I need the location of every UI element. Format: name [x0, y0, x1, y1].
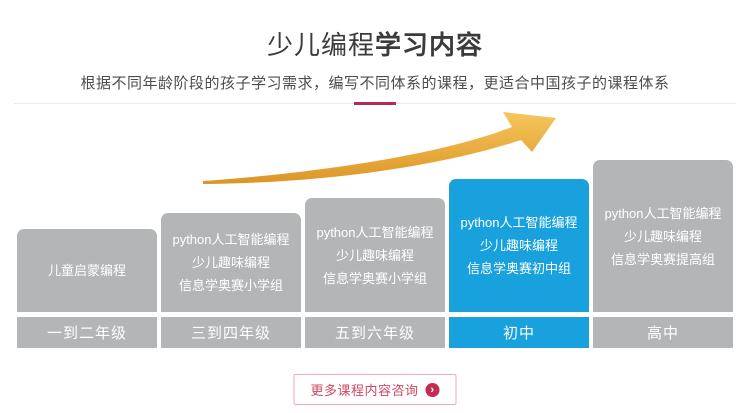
page-subtitle: 根据不同年龄阶段的孩子学习需求，编写不同体系的课程，更适合中国孩子的课程体系 [80, 75, 670, 92]
step-column-grade5-6: python人工智能编程 少儿趣味编程 信息学奥赛小学组 五到六年级 [305, 160, 445, 348]
divider-accent-bar [354, 102, 396, 105]
course-item: 少儿趣味编程 [335, 247, 414, 263]
course-item: python人工智能编程 [316, 224, 434, 240]
step-column-junior-high: python人工智能编程 少儿趣味编程 信息学奥赛初中组 初中 [449, 160, 589, 348]
course-item: 少儿趣味编程 [479, 238, 558, 253]
course-list: 儿童启蒙编程 [17, 229, 157, 312]
cta-button[interactable]: 更多课程内容咨询 › [293, 374, 457, 405]
grade-tab-senior-high[interactable]: 高中 [593, 317, 733, 348]
course-list: python人工智能编程 少儿趣味编程 信息学奥赛小学组 [305, 198, 445, 312]
course-list: python人工智能编程 少儿趣味编程 信息学奥赛提高组 [593, 160, 733, 312]
step-column-grade1-2: 儿童启蒙编程 一到二年级 [17, 160, 157, 348]
page-title-bold: 学习内容 [375, 30, 484, 60]
section-divider [14, 102, 736, 105]
course-item: 少儿趣味编程 [623, 228, 702, 244]
course-item: 信息学奥赛提高组 [610, 251, 715, 267]
course-item: 儿童启蒙编程 [47, 263, 126, 278]
course-ladder: 儿童启蒙编程 一到二年级 python人工智能编程 少儿趣味编程 信息学奥赛小学… [17, 160, 733, 348]
course-item: 少儿趣味编程 [191, 255, 270, 270]
cta-label: 更多课程内容咨询 [310, 383, 419, 398]
growth-arrow-icon [192, 104, 560, 216]
course-item: python人工智能编程 [460, 215, 578, 230]
course-list: python人工智能编程 少儿趣味编程 信息学奥赛初中组 [449, 179, 589, 312]
arrow-right-circle-icon: › [425, 382, 440, 397]
grade-tab-junior-high[interactable]: 初中 [449, 317, 589, 348]
page-title: 少儿编程学习内容 [0, 0, 750, 60]
grade-tab-grade3-4[interactable]: 三到四年级 [161, 317, 301, 348]
grade-tab-grade5-6[interactable]: 五到六年级 [305, 317, 445, 348]
course-item: 信息学奥赛小学组 [178, 278, 283, 293]
page-title-regular: 少儿编程 [266, 30, 375, 60]
course-item: python人工智能编程 [172, 232, 290, 247]
course-item: python人工智能编程 [604, 205, 722, 221]
step-column-grade3-4: python人工智能编程 少儿趣味编程 信息学奥赛小学组 三到四年级 [161, 160, 301, 348]
course-item: 信息学奥赛小学组 [322, 270, 427, 286]
step-column-senior-high: python人工智能编程 少儿趣味编程 信息学奥赛提高组 高中 [593, 160, 733, 348]
course-item: 信息学奥赛初中组 [466, 261, 571, 276]
course-list: python人工智能编程 少儿趣味编程 信息学奥赛小学组 [161, 213, 301, 312]
grade-tab-grade1-2[interactable]: 一到二年级 [17, 317, 157, 348]
